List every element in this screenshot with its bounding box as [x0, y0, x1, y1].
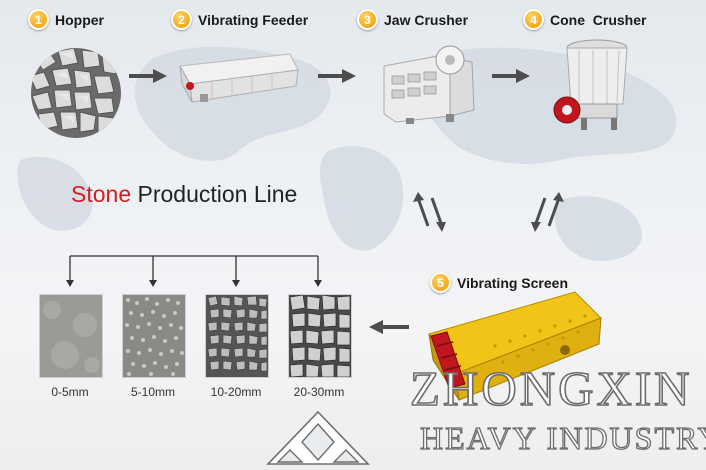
arrow-right-icon	[492, 69, 530, 83]
step-label: Hopper	[55, 11, 104, 28]
step-number-badge: 5	[430, 272, 451, 293]
step-label: Cone Crusher	[550, 11, 647, 28]
jaw-crusher-image	[383, 45, 475, 124]
product-sample-10-20mm	[205, 294, 269, 378]
arrow-right-icon	[129, 69, 167, 83]
step-number-badge: 3	[357, 9, 378, 30]
step-vibrating-feeder: 2 Vibrating Feeder	[171, 9, 308, 30]
cone-crusher-image	[553, 39, 628, 130]
product-sample-0-5mm	[39, 294, 103, 378]
step-number-badge: 1	[28, 9, 49, 30]
hopper-rocks-image	[31, 48, 121, 138]
title-accent: Stone	[71, 181, 132, 207]
arrow-left-icon	[369, 320, 409, 334]
step-hopper: 1 Hopper	[28, 9, 104, 30]
title-rest: Production Line	[131, 181, 298, 207]
vibrating-feeder-image	[179, 53, 299, 103]
step-label: Jaw Crusher	[384, 11, 469, 28]
step-label: Vibrating Feeder	[198, 11, 309, 28]
bidirectional-arrow-icon	[413, 192, 446, 232]
step-vibrating-screen: 5 Vibrating Screen	[430, 272, 568, 293]
step-label: Vibrating Screen	[457, 274, 569, 291]
distribution-bracket	[66, 255, 322, 287]
step-number-badge: 4	[523, 9, 544, 30]
vibrating-screen-image	[428, 291, 602, 401]
step-number-badge: 2	[171, 9, 192, 30]
brand-tagline: HEAVY INDUSTRY	[419, 420, 706, 456]
product-label: 5-10mm	[130, 385, 175, 399]
brand-name: ZHONGXIN	[409, 361, 693, 416]
product-label: 10-20mm	[210, 385, 262, 399]
product-sample-5-10mm	[122, 294, 186, 378]
product-label: 20-30mm	[293, 385, 345, 399]
bidirectional-arrow-icon	[531, 192, 564, 232]
zhongxin-logo-icon	[266, 410, 370, 465]
arrow-right-icon	[318, 69, 356, 83]
product-label: 0-5mm	[51, 385, 89, 399]
step-cone-crusher: 4 Cone Crusher	[523, 9, 646, 30]
step-jaw-crusher: 3 Jaw Crusher	[357, 9, 468, 30]
diagram-title: Stone Production Line	[71, 181, 297, 208]
product-sample-20-30mm	[288, 294, 352, 378]
